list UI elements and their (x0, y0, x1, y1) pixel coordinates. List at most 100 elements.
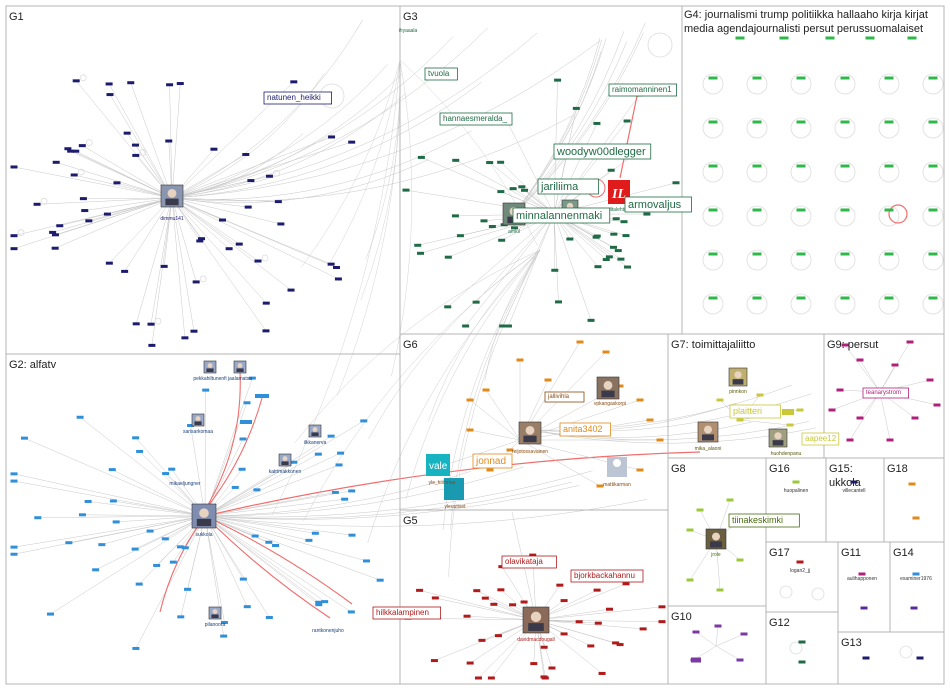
edge-g1 (67, 148, 173, 199)
g6-label-anita3402-text: anita3402 (563, 424, 603, 434)
g6-label-jallivihla-text: jallivihla (547, 394, 570, 400)
g6-node (602, 350, 610, 354)
g3-node (497, 190, 505, 194)
iltalehti-logo (608, 180, 630, 204)
g1-node (265, 174, 273, 178)
g4-self-loop (834, 293, 856, 315)
g9-node (841, 343, 849, 347)
g1-self-loop (85, 139, 93, 147)
g1-node (132, 322, 140, 326)
group-title-g6: G6 (403, 339, 418, 351)
g3-node (456, 234, 464, 238)
g3-node (488, 225, 496, 229)
edge-g1 (171, 197, 186, 338)
g8-node (726, 498, 734, 502)
g3-label-raimomanninen1-text: raimomanninen1 (612, 85, 672, 94)
edge-g3-top (513, 31, 625, 215)
g2-node (321, 600, 329, 604)
g6-label-yleuutiset: yleuutiset (444, 504, 466, 510)
g3-node (602, 258, 610, 262)
g3-node (620, 220, 628, 224)
g3-label-jariliima-text: jariliima (540, 181, 579, 193)
edge-g1 (109, 94, 173, 199)
g3-node (614, 249, 622, 253)
g7-label-plaitteri: plaitteri (729, 404, 781, 419)
g3-hub-label: amkil (508, 229, 520, 235)
edge-g9 (879, 364, 896, 393)
edge-g3 (447, 213, 555, 308)
g9-node (856, 358, 864, 362)
edge-g2 (204, 515, 319, 605)
g2-node (161, 537, 169, 541)
g2-node (187, 424, 195, 428)
g3-node (551, 268, 559, 272)
edge-g1 (13, 166, 173, 199)
edge-g9 (849, 391, 881, 441)
edge-g2-red2 (204, 397, 263, 511)
g8-node (736, 558, 744, 562)
g4-node-top (907, 36, 917, 40)
edge-g1 (84, 197, 173, 211)
g1-self-loop (40, 197, 48, 205)
g1-node (210, 147, 218, 151)
group-box-layer (5, 5, 945, 685)
g3-node (444, 255, 452, 259)
g6-avatar-reijo (518, 421, 542, 445)
edge-g1 (171, 197, 267, 304)
edge-cross (484, 249, 541, 381)
g2-node (98, 543, 106, 547)
g2-node (10, 552, 18, 556)
g17-label: logan2_jj (790, 568, 810, 574)
g1-node (198, 237, 206, 241)
g1-node (181, 336, 189, 340)
edge-g1-out (171, 82, 482, 199)
g1-node (328, 135, 336, 139)
edge-g1 (13, 197, 173, 236)
g6-label-anita3402: anita3402 (559, 422, 611, 437)
g5-node (594, 621, 602, 625)
g4-node (840, 208, 850, 212)
edge-g1 (124, 197, 173, 272)
g2-node (46, 612, 54, 616)
g12-loop (789, 641, 803, 655)
edge-g1 (55, 197, 173, 249)
g3-node (417, 251, 425, 255)
g6-node (576, 340, 584, 344)
group-title-g18: G18 (887, 463, 908, 475)
edge-g1 (171, 136, 332, 199)
group-title-g4: G4: journalismi trump politiikka hallaah… (684, 9, 928, 35)
g2-avatar (278, 453, 292, 467)
edge-g3-red (619, 95, 638, 179)
g1-node (105, 261, 113, 265)
g2-node (78, 513, 86, 517)
edge-g1 (88, 197, 173, 222)
edge-g2 (50, 515, 206, 615)
edge-g2 (204, 490, 352, 517)
g1-node (79, 197, 87, 201)
g13-node (862, 656, 870, 660)
g1-node (196, 239, 204, 243)
g2-node (10, 545, 18, 549)
g2-node (331, 490, 339, 494)
edge-g1-out (171, 93, 407, 199)
group-title-g5: G5 (403, 515, 418, 527)
edge-g1 (171, 197, 281, 225)
g4-self-loop (922, 73, 944, 95)
g7-node (756, 393, 764, 397)
group-title-g1: G1 (9, 11, 24, 23)
g2-node (65, 541, 73, 545)
g4-node (752, 120, 762, 124)
g2-node (335, 463, 343, 467)
g4-self-loop (790, 249, 812, 271)
g1-node (70, 173, 78, 177)
g9-node (911, 416, 919, 420)
g3-node (504, 324, 512, 328)
g4-node (796, 296, 806, 300)
g5-node (598, 671, 606, 675)
edge-g2-out (204, 485, 580, 520)
g11-node (858, 572, 866, 576)
g1-node (105, 82, 113, 86)
g3-node (605, 255, 613, 259)
edge-cross-2 (391, 59, 412, 377)
